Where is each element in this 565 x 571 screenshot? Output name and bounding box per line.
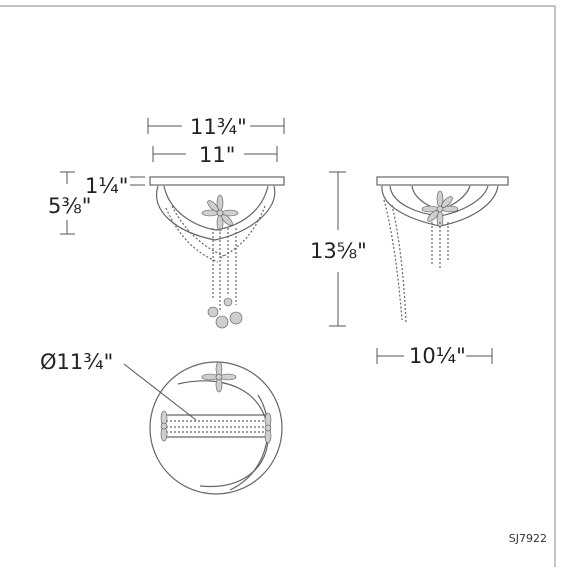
- dim-side-width: 10¼": [409, 344, 466, 368]
- dim-canopy-height: 1¼": [85, 174, 129, 198]
- dim-canopy-width: 11": [199, 143, 236, 167]
- dim-diameter: Ø11¾": [40, 350, 114, 374]
- side-view: [329, 171, 509, 364]
- front-view: [60, 118, 285, 329]
- front-canopy: [149, 176, 285, 186]
- dim-top-width: 11¾": [190, 115, 247, 139]
- plan-center-bar: [161, 414, 271, 438]
- plan-outer-circle: [149, 361, 283, 495]
- dim-overall-height: 13⅝": [310, 239, 367, 263]
- model-number: SJ7922: [508, 532, 547, 545]
- side-canopy: [376, 176, 509, 186]
- dim-body-height: 5⅜": [48, 194, 92, 218]
- plan-view: [123, 361, 283, 495]
